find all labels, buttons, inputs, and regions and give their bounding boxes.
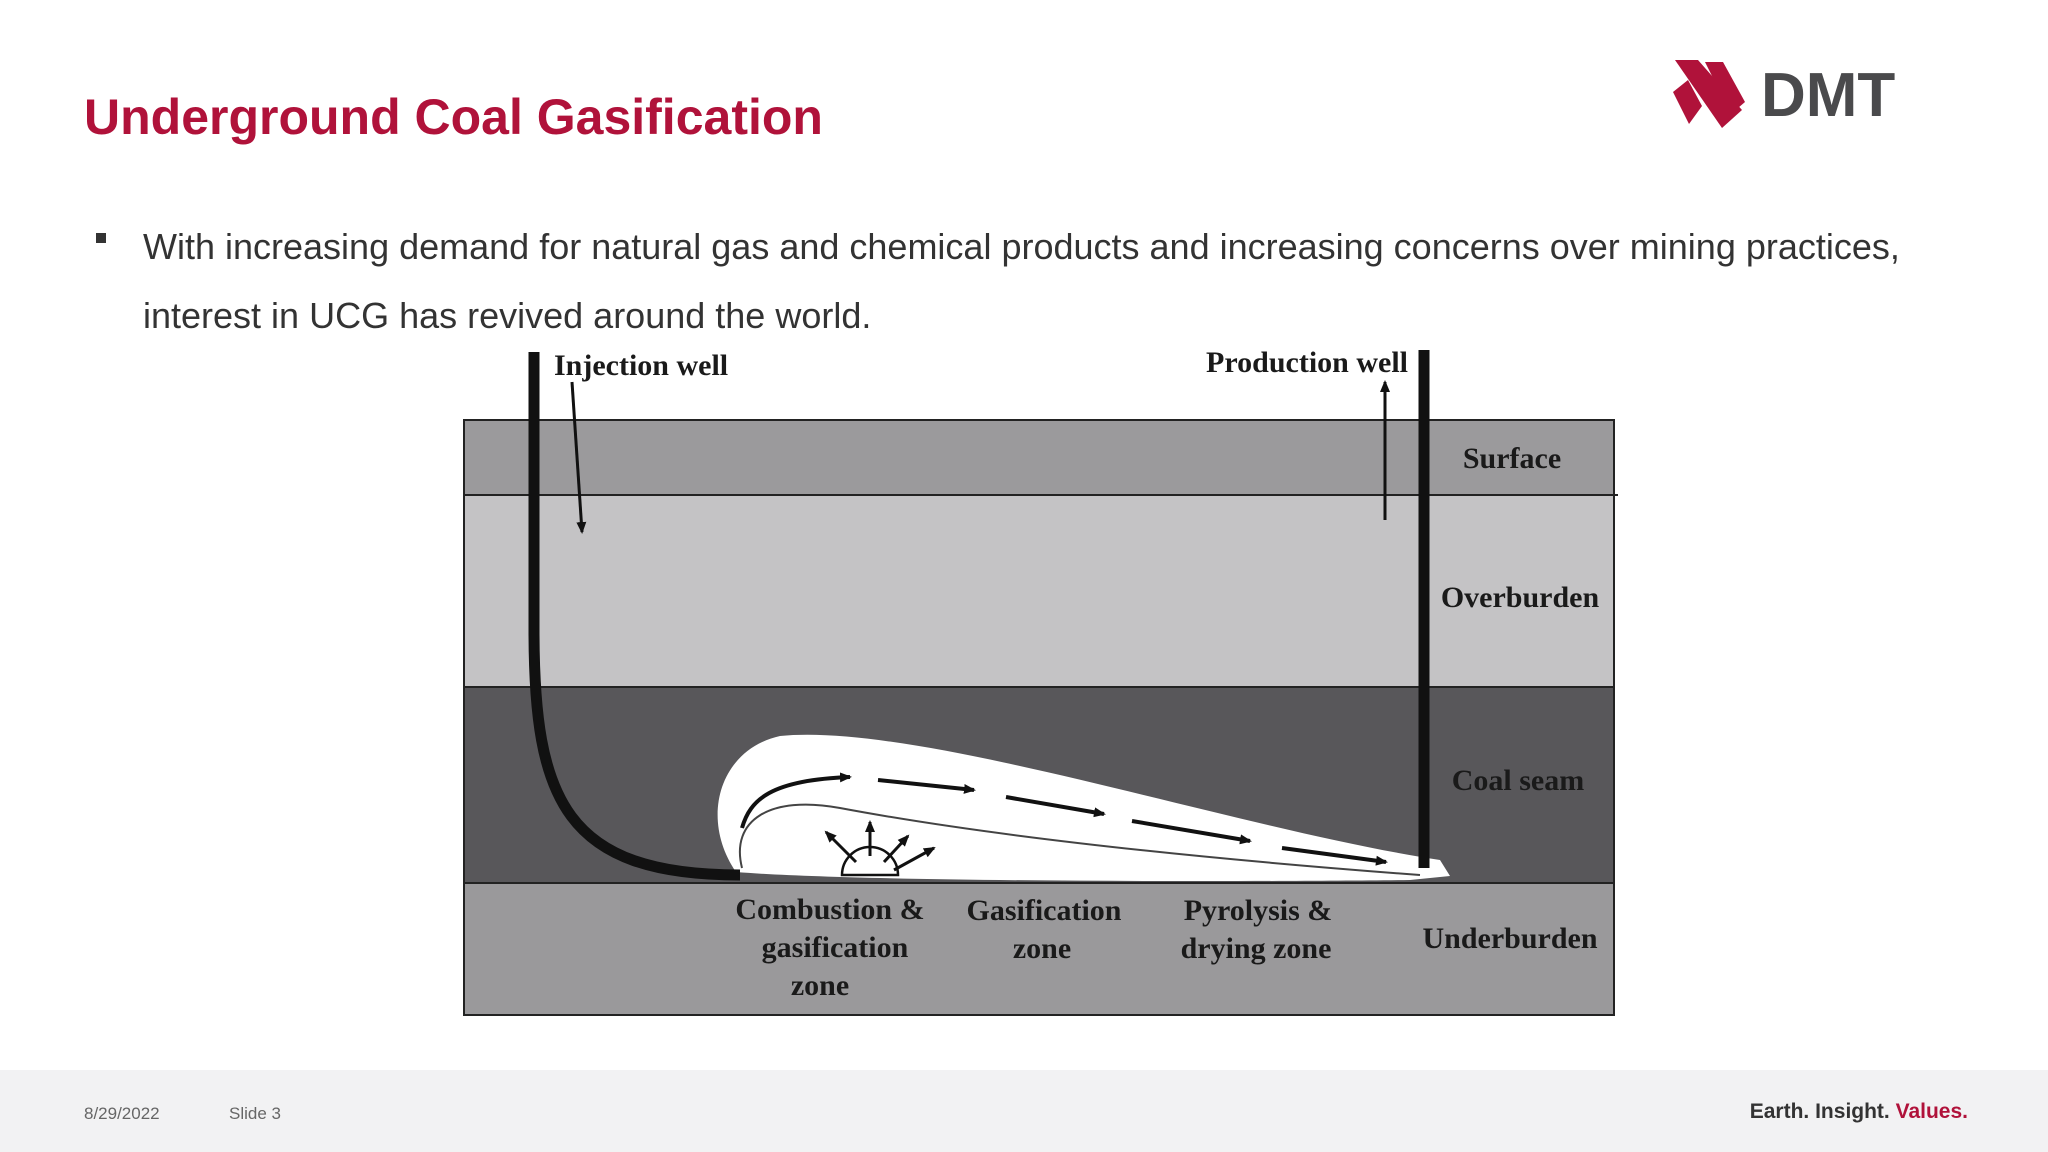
injection-well-pipe: [528, 352, 741, 881]
footer-bar: 8/29/2022 Slide 3 Earth. Insight. Values…: [0, 1070, 2048, 1152]
combustion-zone-label-3: zone: [791, 969, 849, 1002]
tagline-main: Earth. Insight.: [1749, 1100, 1890, 1123]
coal-seam-label: Coal seam: [1452, 764, 1584, 797]
overburden-label: Overburden: [1441, 581, 1600, 614]
combustion-rays: [824, 820, 936, 872]
footer-tagline: Earth. Insight. Values.: [1750, 1100, 1968, 1124]
dmt-logo-text: DMT: [1761, 61, 1895, 130]
gasification-zone-label-1: Gasification: [967, 894, 1122, 927]
injection-well-label: Injection well: [554, 349, 728, 382]
injection-arrow: [570, 381, 587, 534]
bullet-text: With increasing demand for natural gas a…: [143, 226, 1900, 336]
surface-layer: [464, 420, 1614, 495]
surface-label: Surface: [1463, 442, 1561, 475]
footer-date: 8/29/2022: [84, 1104, 160, 1123]
bullet-marker: [96, 233, 106, 243]
combustion-zone-label-2: gasification: [762, 931, 909, 964]
gasification-zone-label-2: zone: [1013, 932, 1071, 965]
cavity-inner-boundary: [739, 803, 1421, 876]
pyrolysis-zone-label-2: drying zone: [1181, 932, 1332, 965]
dmt-logo: DMT: [1665, 52, 1965, 132]
tagline-accent: Values.: [1895, 1100, 1968, 1123]
dmt-logo-icon: DMT: [1673, 60, 1895, 130]
ucg-diagram: Injection well Production well Surface O…: [440, 340, 1640, 1020]
underburden-label: Underburden: [1422, 922, 1597, 955]
combustion-zone-label-1: Combustion &: [735, 893, 924, 926]
underburden-layer: [464, 883, 1614, 1015]
slide-title: Underground Coal Gasification: [84, 89, 823, 145]
production-well-label: Production well: [1206, 346, 1408, 379]
ucg-diagram-svg: Injection well Production well Surface O…: [463, 346, 1618, 1016]
pyrolysis-zone-label-1: Pyrolysis &: [1184, 894, 1333, 927]
footer-slide-number: Slide 3: [229, 1104, 281, 1123]
flow-arrows: [740, 772, 1388, 866]
